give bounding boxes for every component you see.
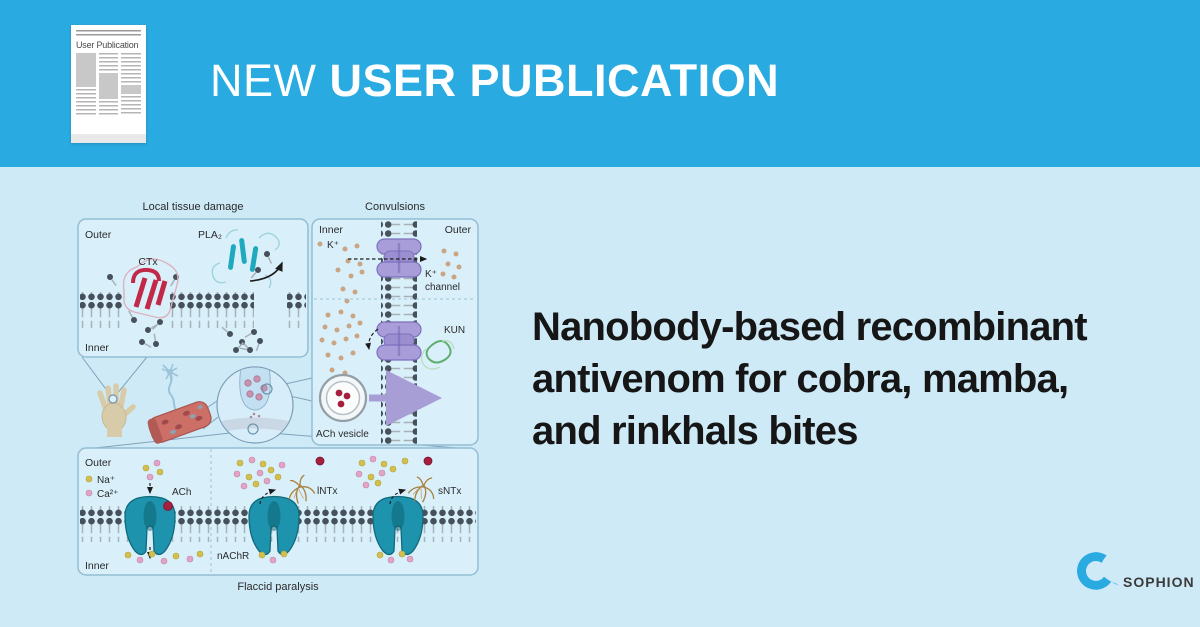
bite-site-circle	[108, 394, 118, 404]
newspaper-image-block	[98, 72, 119, 99]
newspaper-text-lines	[121, 95, 142, 115]
blocked-arrow	[259, 488, 277, 505]
ca-legend-dot	[85, 489, 93, 497]
panel-local-tissue-damage: Local tissue damage Outer Inner	[77, 201, 309, 358]
sophion-wordmark: SOPHION	[1123, 574, 1195, 590]
hand-illustration	[97, 383, 136, 437]
na-legend-label: Na⁺	[97, 475, 115, 486]
inner-label: Inner	[85, 560, 109, 572]
panel-convulsions: Convulsions Inner Outer K⁺ K⁺ channel	[311, 201, 479, 446]
venom-mechanism-figure: Local tissue damage Outer Inner	[77, 201, 479, 593]
pla2-label: PLA₂	[198, 229, 222, 241]
newspaper-text-lines	[98, 52, 119, 71]
newspaper-image-block	[121, 84, 142, 94]
newspaper-column	[76, 52, 96, 115]
k-channel-blocked	[375, 320, 423, 362]
k-ion-dots-lower	[319, 309, 363, 376]
nachr-label: nAChR	[217, 551, 249, 562]
newspaper-text-lines	[121, 52, 142, 83]
newspaper-masthead-lines	[76, 29, 141, 38]
newspaper-footer-strip	[71, 133, 146, 143]
headline-line1: Nanobody-based recombinant	[532, 305, 1088, 349]
blocked-flux-arrow	[365, 328, 379, 351]
outer-label: Outer	[85, 457, 112, 469]
sophion-c-icon	[1077, 552, 1120, 590]
banner-title-user-publication: USER PUBLICATION	[329, 54, 780, 106]
lipid-release-arrow	[249, 261, 283, 282]
ion-dots	[124, 455, 414, 565]
topbar: User Publication NEW USER PU	[0, 0, 1200, 167]
newspaper-title: User Publication	[76, 39, 139, 50]
k-ion-dots-outer	[440, 248, 462, 280]
ca-legend-label: Ca²⁺	[97, 489, 118, 500]
ach-label: ACh	[172, 487, 191, 498]
newspaper-image-block	[76, 52, 96, 87]
newspaper-column	[98, 52, 119, 115]
kun-toxin-protein	[420, 340, 455, 370]
newspaper-column	[121, 52, 142, 115]
na-legend-dot	[85, 475, 93, 483]
newspaper-icon: User Publication	[71, 24, 146, 143]
newspaper-columns	[76, 52, 142, 115]
k-channel-open	[375, 237, 423, 279]
pla2-enzyme-protein	[211, 229, 280, 289]
blocked-arrow	[389, 488, 407, 505]
inner-label: Inner	[319, 224, 343, 236]
muscle-illustration	[147, 401, 212, 444]
sntx-label: sNTx	[438, 486, 461, 497]
synapse-zoom-circle	[216, 366, 294, 444]
kun-label: KUN	[444, 325, 465, 336]
banner-title: NEW USER PUBLICATION	[210, 55, 779, 107]
k-channel-label-line2: channel	[425, 282, 460, 293]
ctx-label: CTx	[138, 256, 158, 268]
k-channel-label-line1: K⁺	[425, 269, 437, 280]
publication-headline: Nanobody-based recombinant antivenom for…	[532, 301, 1088, 457]
banner-title-new: NEW	[210, 54, 330, 106]
flaccid-paralysis-caption: Flaccid paralysis	[237, 581, 319, 593]
ach-vesicle-label: ACh vesicle	[316, 429, 369, 440]
ach-molecule	[163, 501, 173, 511]
outer-label: Outer	[445, 224, 472, 236]
sophion-logo: SOPHION	[1076, 548, 1195, 596]
headline-line3: and rinkhals bites	[532, 409, 859, 453]
outer-label: Outer	[85, 229, 112, 241]
ach-vesicle	[318, 373, 368, 423]
junction-zoom-marker	[247, 423, 259, 435]
ach-molecule	[423, 456, 433, 466]
ctx-toxin-protein	[122, 258, 179, 319]
headline-line2: antivenom for cobra, mamba,	[532, 357, 1069, 401]
synaptic-vesicles	[244, 375, 268, 401]
k-ion-dots-inner	[335, 243, 365, 304]
newspaper-text-lines	[76, 88, 96, 115]
lntx-label: lNTx	[317, 486, 338, 497]
panel-flaccid-paralysis: Outer Na⁺ Ca²⁺ Inner ACh	[77, 447, 479, 593]
vesicle-zoom-marker	[261, 383, 273, 395]
k-ion-label: K⁺	[327, 240, 339, 251]
newspaper-text-lines	[98, 100, 119, 115]
ach-molecule	[315, 456, 325, 466]
neurotransmitter-dots	[249, 412, 261, 419]
panel-local-title: Local tissue damage	[143, 201, 244, 213]
neuron-illustration	[161, 363, 179, 413]
inner-label: Inner	[85, 342, 109, 354]
panel-convulsions-title: Convulsions	[365, 201, 425, 213]
